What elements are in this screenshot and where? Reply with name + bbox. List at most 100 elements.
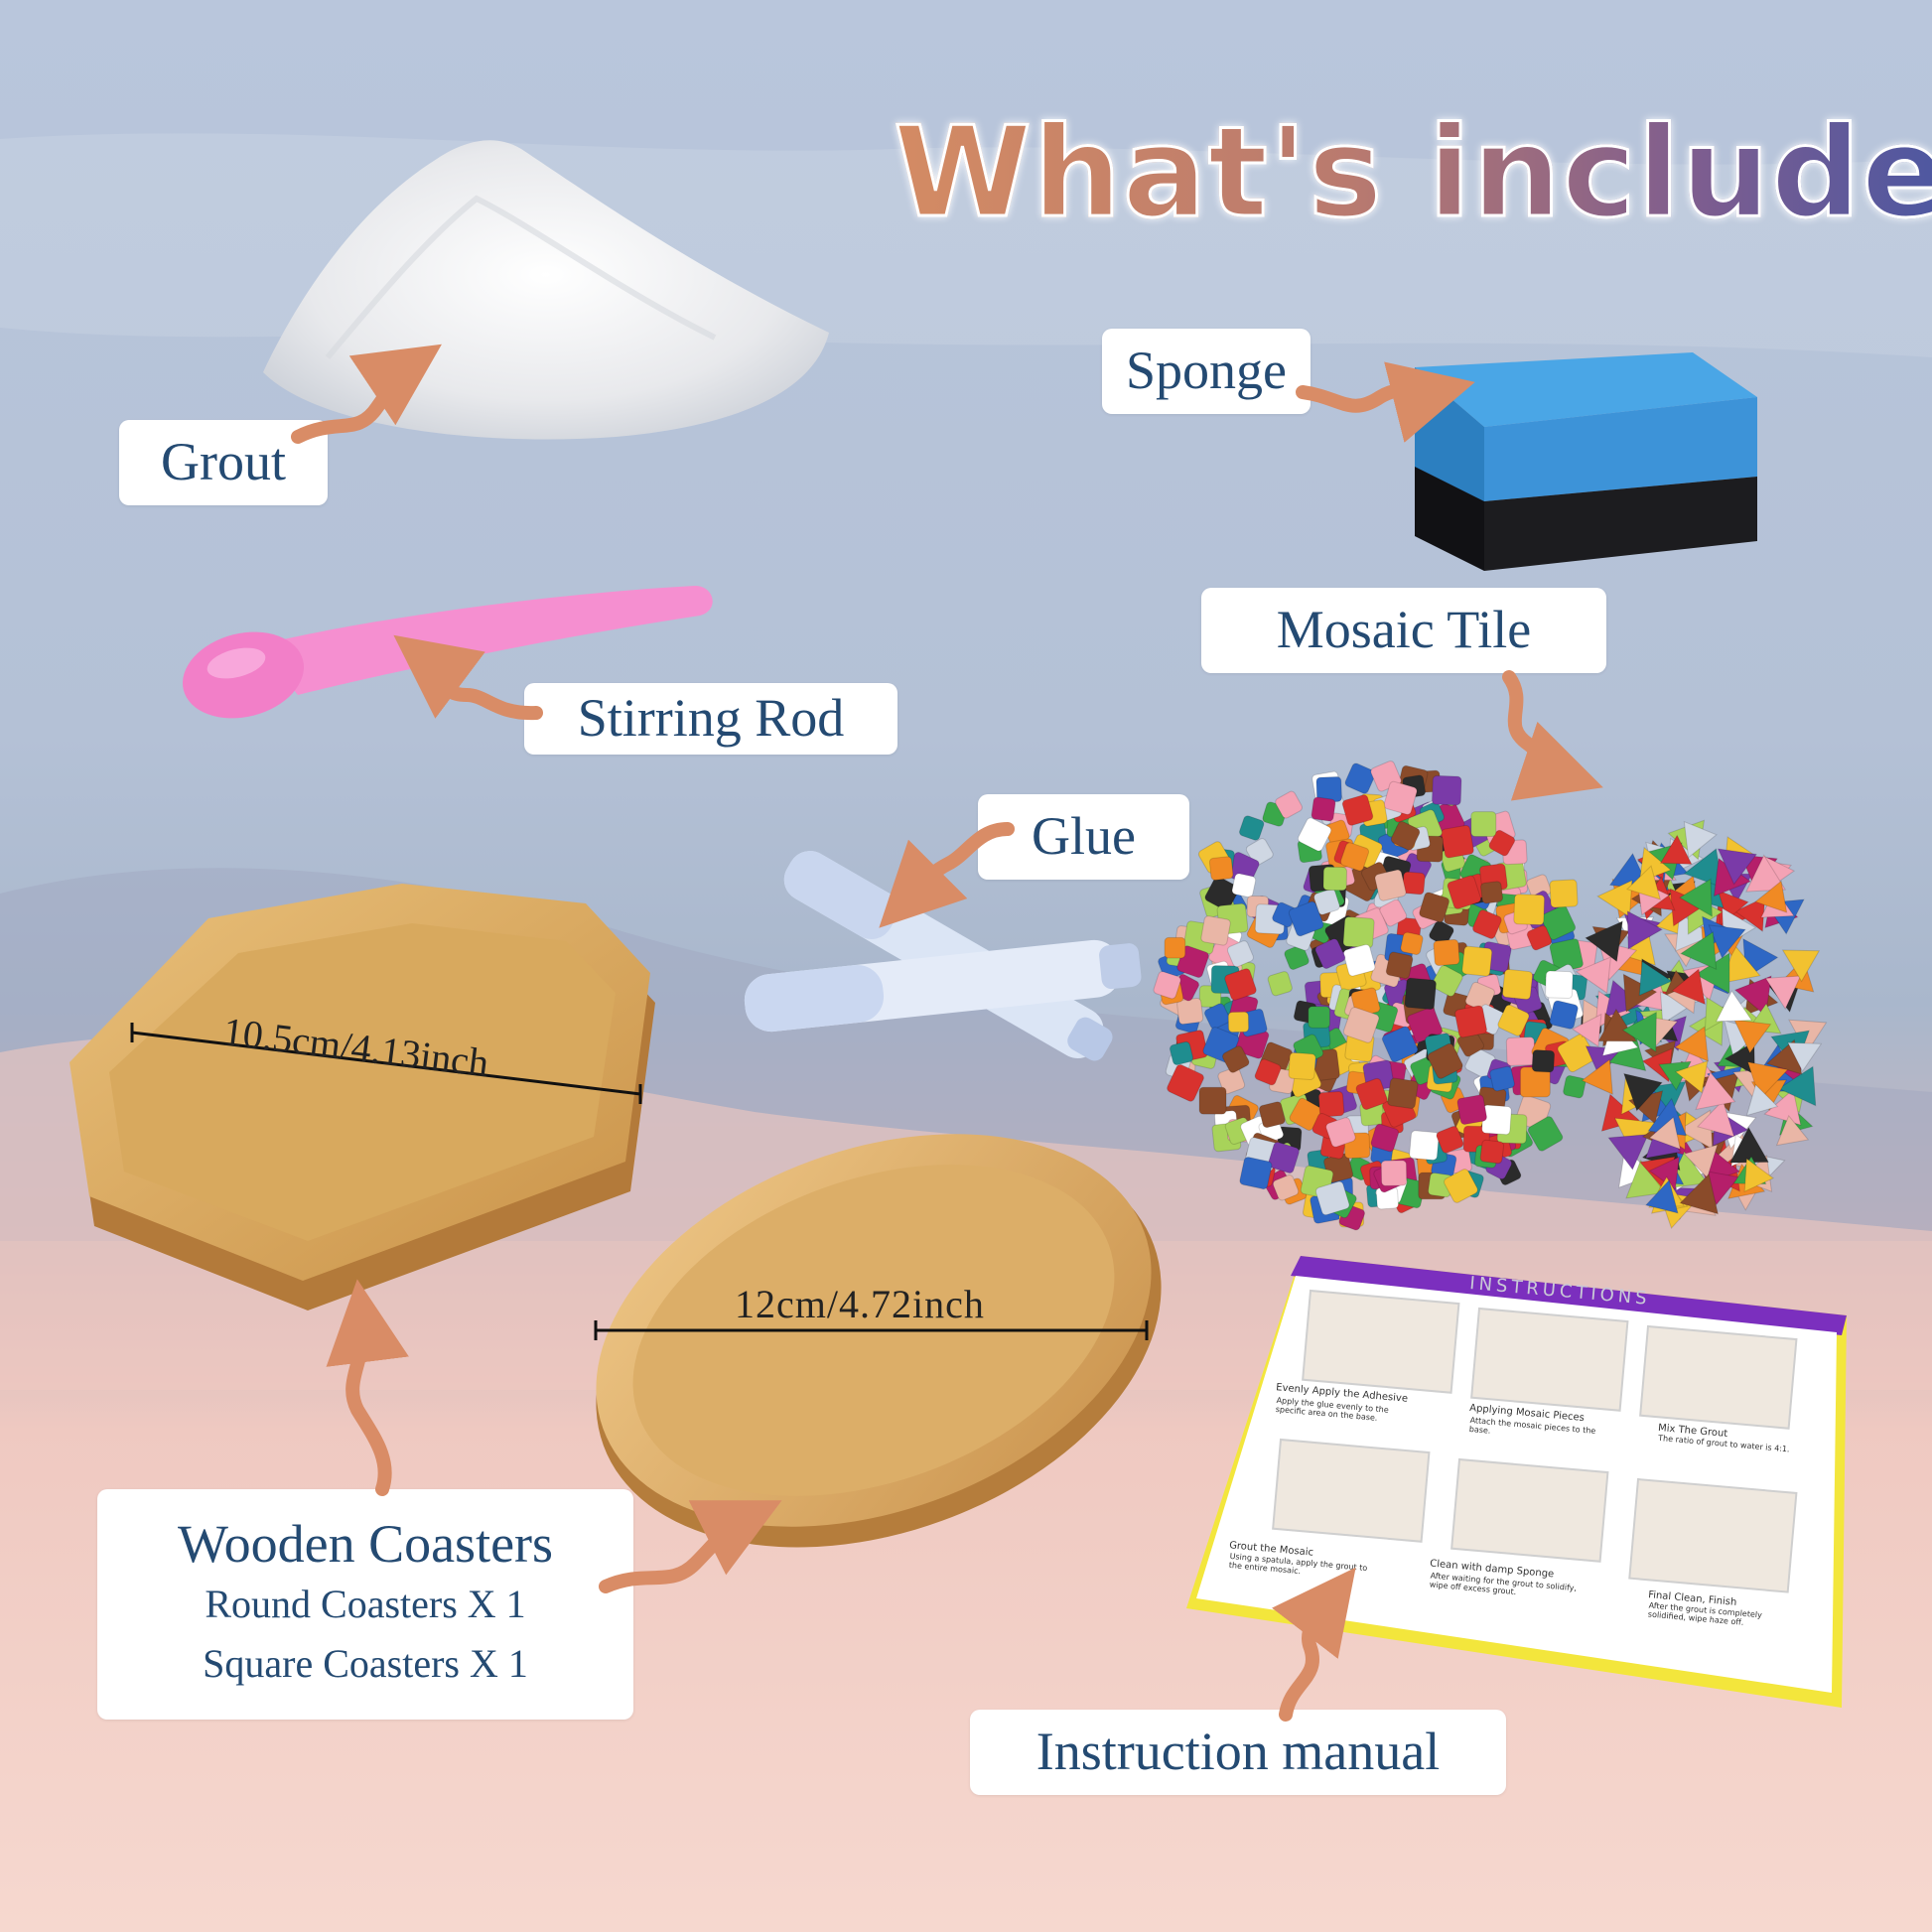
mosaic-square-tile: [1456, 1094, 1487, 1125]
mosaic-square-tile: [1169, 1040, 1194, 1066]
mosaic-triangle-tile: [1683, 820, 1718, 859]
mosaic-square-tile: [1217, 1066, 1246, 1095]
stirring-rod-arrow: [393, 634, 543, 721]
mosaic-triangle-tile: [1695, 1071, 1736, 1111]
page-title: What's included: [893, 98, 1932, 248]
mosaic-square-tile: [1488, 829, 1516, 857]
mosaic-square-tile: [1355, 1077, 1388, 1110]
mosaic-triangle-tile: [1648, 1116, 1682, 1151]
mosaic-square-tile: [1461, 945, 1493, 977]
mosaic-square-tile: [1322, 866, 1347, 892]
mosaic-square-tile: [1226, 940, 1254, 968]
mosaic-triangle-tile: [1696, 1099, 1735, 1138]
mosaic-square-tile: [1427, 1042, 1463, 1079]
mosaic-square-tile: [1317, 1091, 1345, 1118]
mosaic-triangle-tile: [1585, 1045, 1623, 1079]
mosaic-triangle-tile: [1717, 848, 1758, 886]
mosaic-triangle-tile: [1585, 920, 1623, 963]
mosaic-triangle-tile: [1781, 949, 1821, 983]
mosaic-triangle-tile: [1787, 1041, 1823, 1073]
square-coasters-text: Square Coasters X 1: [203, 1640, 528, 1686]
mosaic-square-tile: [1275, 790, 1304, 819]
mosaic-triangle-tile: [1764, 975, 1802, 1011]
mosaic-square-tile: [1502, 968, 1534, 1000]
round-coaster-arrow: [599, 1500, 782, 1593]
mosaic-square-tile: [1339, 842, 1370, 872]
mosaic-square-tile: [1380, 1160, 1408, 1186]
glue-label: Glue: [978, 794, 1189, 880]
mosaic-square-tile: [1204, 876, 1240, 911]
mosaic-square-tile: [1557, 1034, 1596, 1073]
mosaic-square-tile: [1390, 821, 1421, 851]
mosaic-square-tile: [1470, 811, 1497, 838]
mosaic-square-tile: [1526, 924, 1553, 951]
mosaic-triangle-tile: [1777, 1065, 1817, 1107]
wooden-coasters-label: Wooden Coasters Round Coasters X 1 Squar…: [97, 1489, 633, 1720]
mosaic-square-tile: [1254, 1058, 1282, 1086]
mosaic-square-tile: [1432, 774, 1462, 806]
mosaic-square-tile: [1167, 1063, 1204, 1102]
mosaic-square-tile: [1288, 900, 1324, 937]
mosaic-square-tile: [1231, 873, 1257, 898]
mosaic-square-tile: [1208, 856, 1234, 881]
mosaic-triangle-tile: [1680, 931, 1718, 971]
mosaic-square-tile: [1545, 970, 1574, 1000]
mosaic-square-tile: [1441, 824, 1474, 859]
mosaic-square-tile: [1370, 1123, 1400, 1153]
mosaic-triangle-tile: [1708, 924, 1746, 959]
mosaic-square-tile: [1239, 1157, 1273, 1190]
mosaic-square-tile: [1419, 892, 1450, 923]
grout-label-text: Grout: [161, 432, 286, 492]
mosaic-triangle-tile: [1581, 1058, 1613, 1095]
instruction-manual-label-text: Instruction manual: [1035, 1722, 1441, 1782]
mosaic-triangle-tile: [1775, 1114, 1810, 1147]
mosaic-square-tile: [1563, 1075, 1587, 1099]
glue-label-text: Glue: [1032, 806, 1136, 867]
mosaic-triangle-tile: [1704, 996, 1735, 1032]
mosaic-square-tile: [1203, 1003, 1231, 1030]
mosaic-triangle-tile: [1597, 1008, 1638, 1042]
mosaic-tile-arrow: [1502, 670, 1603, 801]
mosaic-square-tile: [1454, 1005, 1487, 1038]
mosaic-square-tile: [1497, 1004, 1530, 1036]
mosaic-square-tile: [1221, 1045, 1250, 1073]
round-dimension-label: 12cm/4.72inch: [735, 1282, 985, 1326]
mosaic-square-tile: [1245, 838, 1274, 866]
mosaic-square-tile: [1314, 938, 1346, 969]
mosaic-square-tile: [1267, 971, 1293, 997]
mosaic-square-tile: [1344, 762, 1376, 794]
mosaic-square-tile: [1224, 968, 1257, 1001]
mosaic-square-tile: [1379, 898, 1408, 927]
mosaic-triangle-tile: [1596, 879, 1633, 918]
mosaic-square-tile: [1342, 1007, 1380, 1043]
mosaic-triangle-tile: [1571, 1013, 1602, 1047]
mosaic-square-tile: [1400, 931, 1424, 955]
mosaic-square-tile: [1531, 1049, 1556, 1073]
mosaic-square-tile: [1374, 869, 1407, 901]
stirring-rod-label: Stirring Rod: [524, 683, 897, 755]
grout-arrow: [291, 344, 442, 444]
mosaic-square-tile: [1480, 881, 1504, 904]
wooden-coasters-label-text: Wooden Coasters: [177, 1514, 554, 1575]
mosaic-triangle-tile: [1659, 834, 1693, 865]
mosaic-square-tile: [1239, 815, 1265, 841]
sponge-label: Sponge: [1102, 329, 1311, 414]
mosaic-square-tile: [1385, 951, 1414, 980]
mosaic-square-tile: [1387, 1077, 1419, 1109]
mosaic-square-tile: [1472, 909, 1502, 939]
mosaic-square-tile: [1288, 1051, 1316, 1080]
mosaic-tile-label-text: Mosaic Tile: [1276, 600, 1532, 660]
mosaic-square-tile: [1314, 1180, 1350, 1216]
mosaic-square-tile: [1436, 1125, 1464, 1154]
mosaic-triangle-tile: [1733, 975, 1772, 1018]
mosaic-square-tile: [1298, 817, 1332, 852]
grout-label: Grout: [119, 420, 328, 505]
mosaic-triangle-tile: [1743, 1158, 1775, 1193]
glue-arrow: [879, 822, 1015, 928]
mosaic-square-tile: [1549, 879, 1579, 908]
